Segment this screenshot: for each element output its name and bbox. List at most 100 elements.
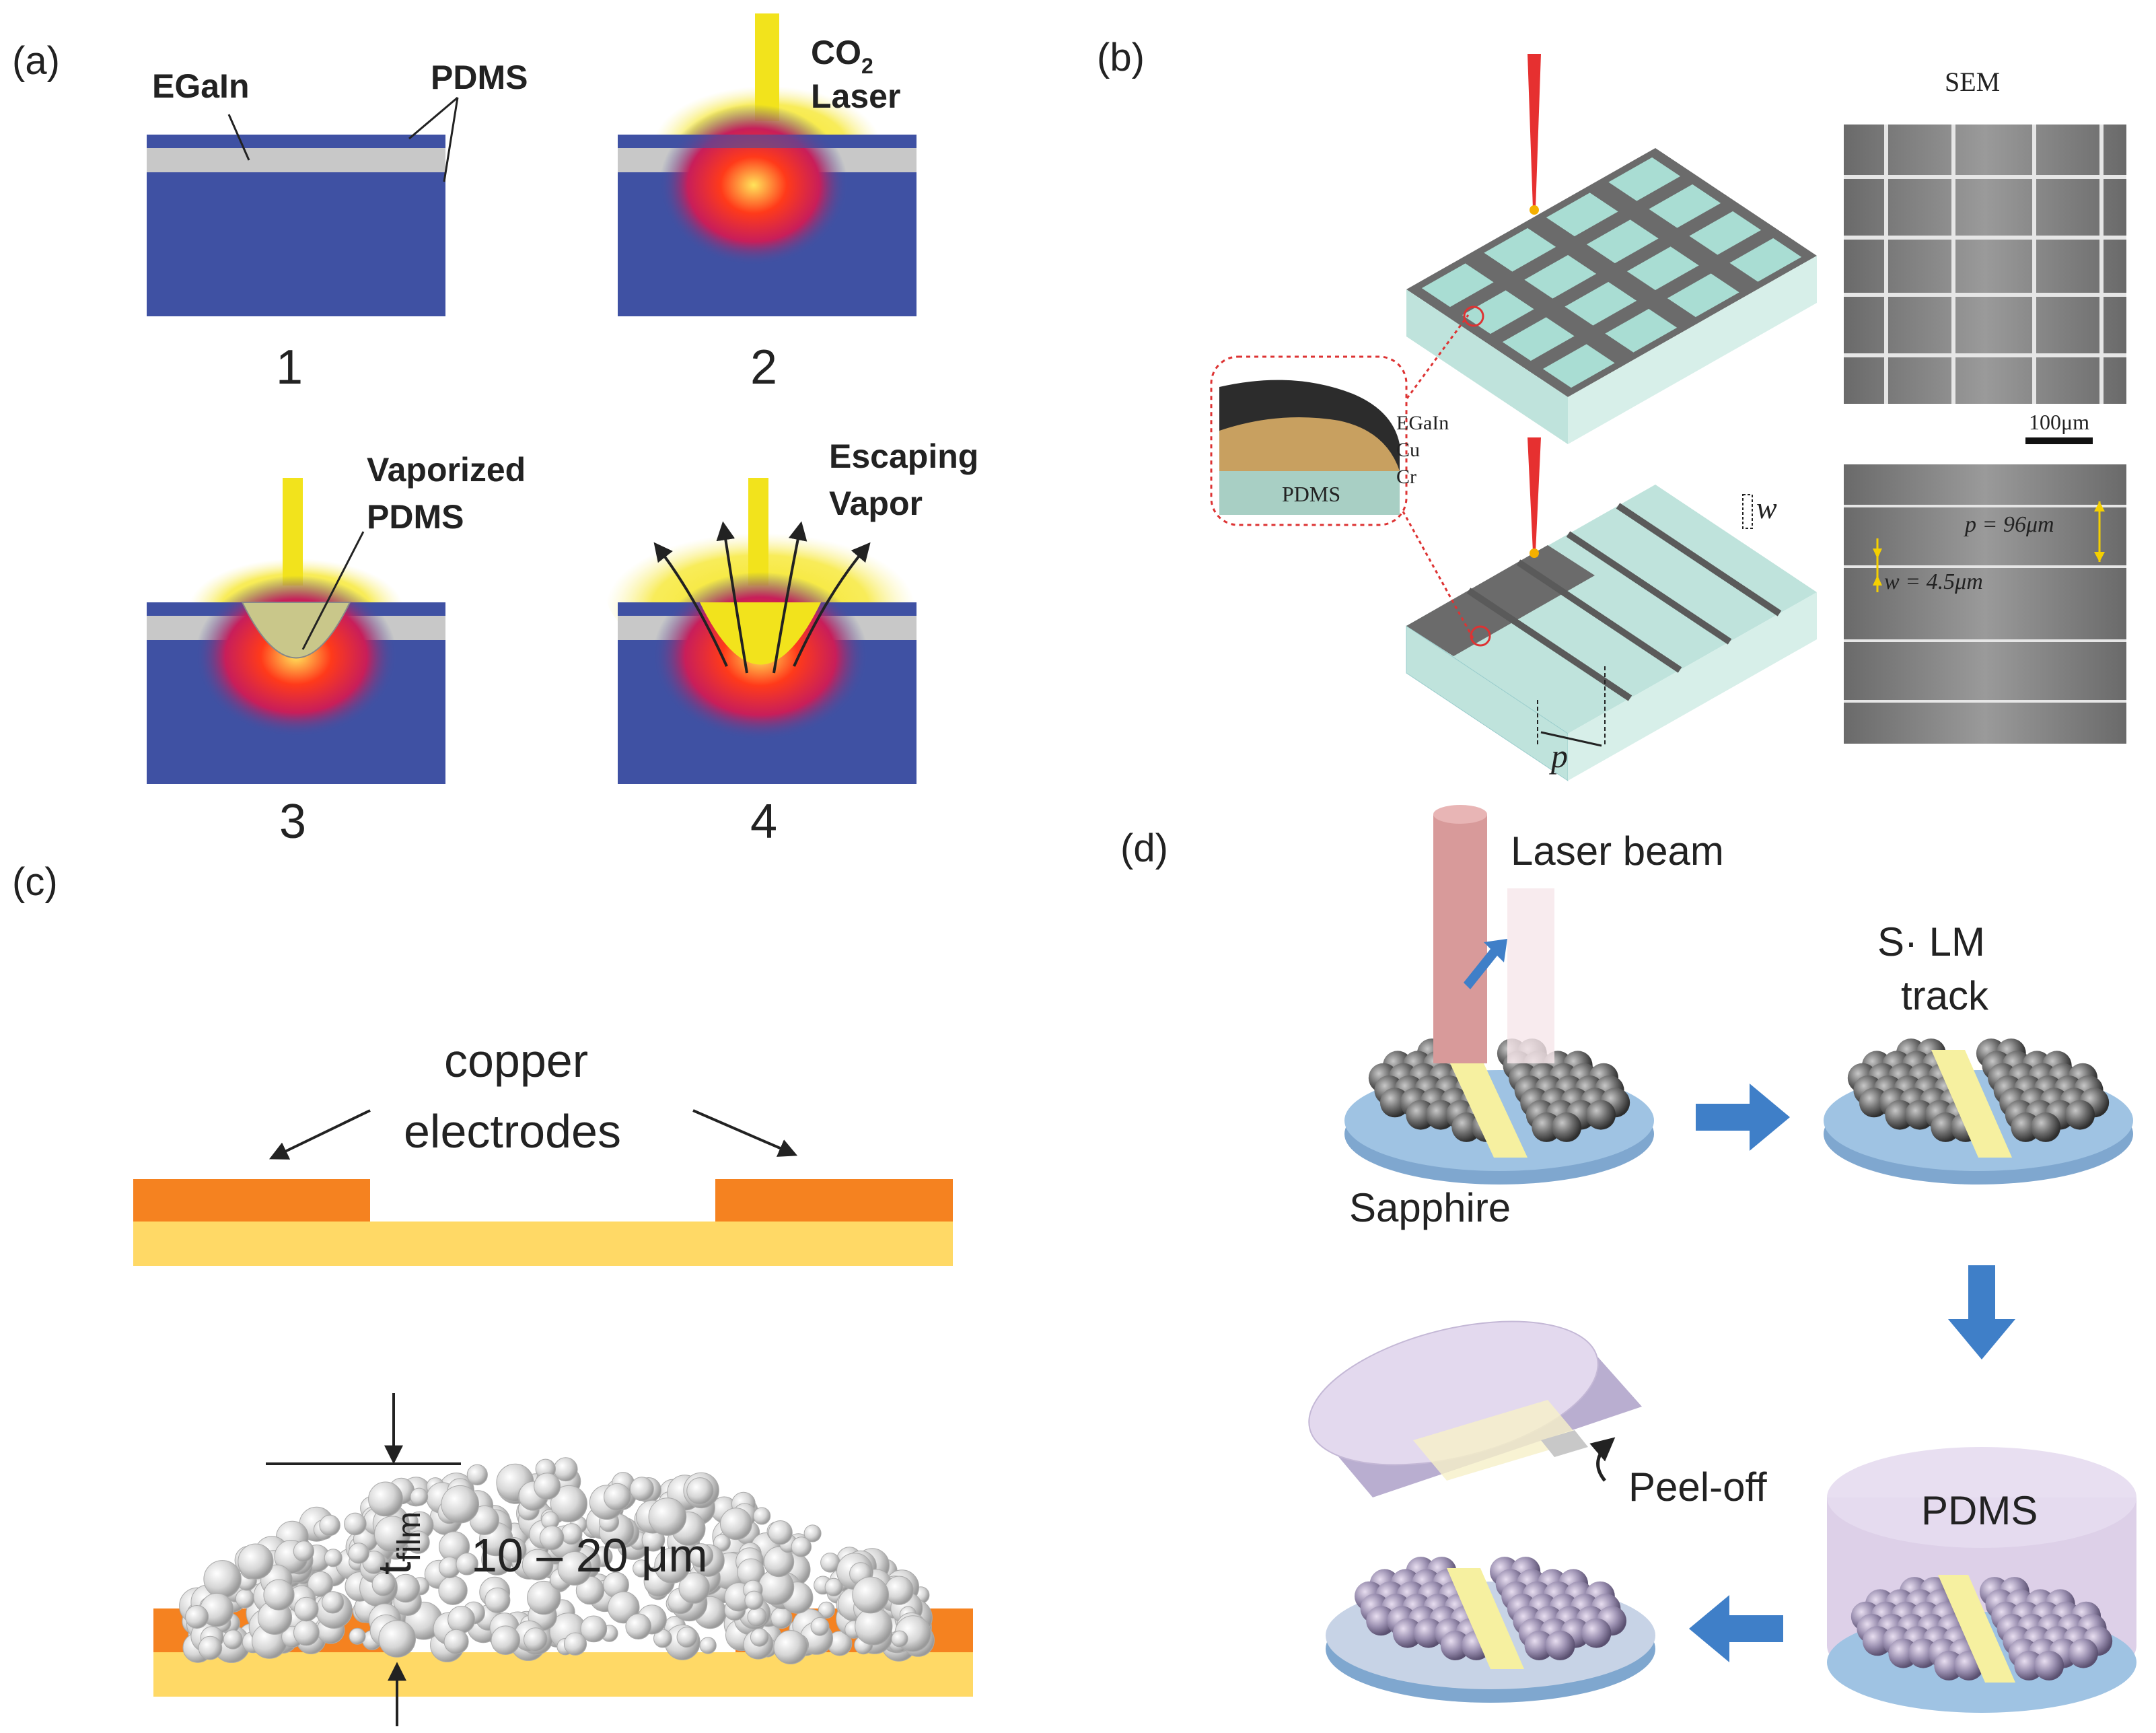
process-arrow-right — [1696, 1084, 1790, 1151]
silver-particle — [293, 1619, 320, 1646]
inset-egain-layer — [1219, 380, 1400, 471]
step-3-diagram: Vaporized PDMS 3 — [147, 451, 526, 849]
substrate-bottom — [153, 1652, 973, 1697]
grid-front-face — [1406, 289, 1568, 444]
sem-row-line — [1844, 293, 2126, 297]
stripe-line — [1566, 531, 1732, 645]
silver-particle — [750, 1628, 769, 1647]
stripe-line — [1516, 559, 1682, 673]
silver-particle — [378, 1620, 417, 1658]
bed-sphere — [1392, 1618, 1423, 1648]
panel-b-label: (b) — [1097, 36, 1145, 79]
silver-particle — [686, 1477, 714, 1505]
top-pdms-layer — [618, 135, 917, 148]
silver-particle — [629, 1477, 654, 1501]
silver-particle — [447, 1606, 476, 1633]
process-arrow-down — [1948, 1265, 2015, 1359]
bed-sphere — [1552, 1112, 1582, 1142]
thickness-range-label: 10 – 20 μm — [471, 1529, 708, 1582]
grid-cell — [1484, 227, 1556, 272]
bed-sphere — [1545, 1630, 1575, 1660]
step-number-1: 1 — [276, 341, 303, 394]
silver-particle — [768, 1520, 793, 1545]
grid-cell — [1626, 246, 1699, 291]
electrode-left-top — [133, 1179, 370, 1222]
silver-particle — [484, 1587, 511, 1613]
process-arrow-left — [1689, 1595, 1783, 1662]
grid-cell — [1689, 211, 1762, 255]
laser-beam — [283, 478, 303, 586]
silver-particle — [319, 1514, 340, 1536]
grid-cell — [1729, 238, 1802, 282]
silver-particle — [688, 1543, 714, 1568]
layer-cr-label: Cr — [1396, 466, 1416, 488]
silver-particle — [348, 1543, 369, 1564]
panel-d: (d) Laser beam Sapphire S· LM track — [1120, 805, 2136, 1713]
sem-stripe-line — [1844, 700, 2126, 703]
laser-beam-ghost — [1507, 888, 1554, 1063]
silver-particle — [308, 1571, 334, 1597]
silver-particle — [625, 1613, 652, 1639]
silver-particle — [607, 1591, 640, 1624]
silver-particle — [371, 1572, 396, 1596]
silver-particle — [852, 1576, 890, 1614]
stripe-lines — [1466, 503, 1782, 701]
pitch-value: p = 96μm — [1964, 512, 2054, 537]
silver-particle — [438, 1576, 468, 1605]
sapphire-disk-laser: Laser beam Sapphire — [1344, 805, 1724, 1230]
inset-connector-bottom — [1402, 511, 1475, 640]
silver-particle — [550, 1485, 587, 1522]
electrodes-label-line1: copper — [444, 1034, 588, 1087]
vaporized-pointer — [301, 531, 365, 650]
peeled-pdms: Peel-off — [1308, 1320, 1767, 1510]
purple-particle-bed — [1355, 1557, 1626, 1660]
step-2-diagram: CO2 Laser 2 — [618, 13, 917, 394]
escape-arrow-4 — [793, 542, 871, 667]
sem-column-line — [1951, 125, 1955, 404]
peel-off-arrow — [1589, 1437, 1616, 1482]
silver-particle — [235, 1589, 255, 1608]
track-edge — [1541, 1430, 1588, 1457]
laser-spot-top — [1530, 205, 1539, 215]
silver-particle — [891, 1630, 908, 1648]
stripe-line — [1466, 588, 1632, 701]
grid-cell — [1542, 344, 1615, 388]
sem-stripe-background — [1844, 464, 2126, 744]
silver-particle — [344, 1512, 367, 1536]
vaporized-pdms-label: PDMS — [367, 498, 464, 536]
panel-c-label: (c) — [12, 860, 58, 904]
silver-particle — [763, 1546, 795, 1578]
silver-particle — [410, 1487, 429, 1506]
egain-label: EGaIn — [152, 67, 249, 105]
inset-pdms-substrate — [1219, 471, 1400, 515]
laser-beam-label: Laser beam — [1511, 828, 1724, 874]
silver-particle — [810, 1617, 830, 1636]
grid-top-surface — [1406, 148, 1817, 397]
silver-particle — [580, 1615, 608, 1643]
silver-particles — [179, 1457, 935, 1664]
layer-egain-label: EGaIn — [1396, 412, 1449, 434]
silver-particle — [744, 1590, 764, 1611]
inset-connector-top — [1402, 314, 1470, 404]
scale-bar-label: 100μm — [2029, 410, 2089, 434]
grid-side-face — [1568, 256, 1817, 444]
width-guide — [1742, 494, 1753, 529]
step-number-2: 2 — [750, 341, 777, 394]
escape-arrow-3 — [772, 521, 807, 674]
silver-particle — [818, 1601, 835, 1619]
silver-particle — [223, 1629, 243, 1650]
inset-source-circle-bottom — [1470, 625, 1491, 647]
track-label-line2: track — [1901, 973, 1989, 1018]
co2-label: CO2 — [811, 34, 873, 78]
escaping-label: Escaping — [829, 437, 978, 475]
electrodes-label-line2: electrodes — [404, 1105, 621, 1158]
bed-sphere — [2034, 1650, 2064, 1681]
remaining-disk — [1326, 1557, 1655, 1703]
silver-particle — [654, 1547, 690, 1584]
escape-arrow-1 — [653, 542, 728, 667]
lm-track — [1445, 1053, 1528, 1158]
sem-row-line — [1844, 175, 2126, 179]
laser-label: Laser — [811, 77, 900, 115]
inset-pdms-label: PDMS — [1282, 482, 1340, 506]
